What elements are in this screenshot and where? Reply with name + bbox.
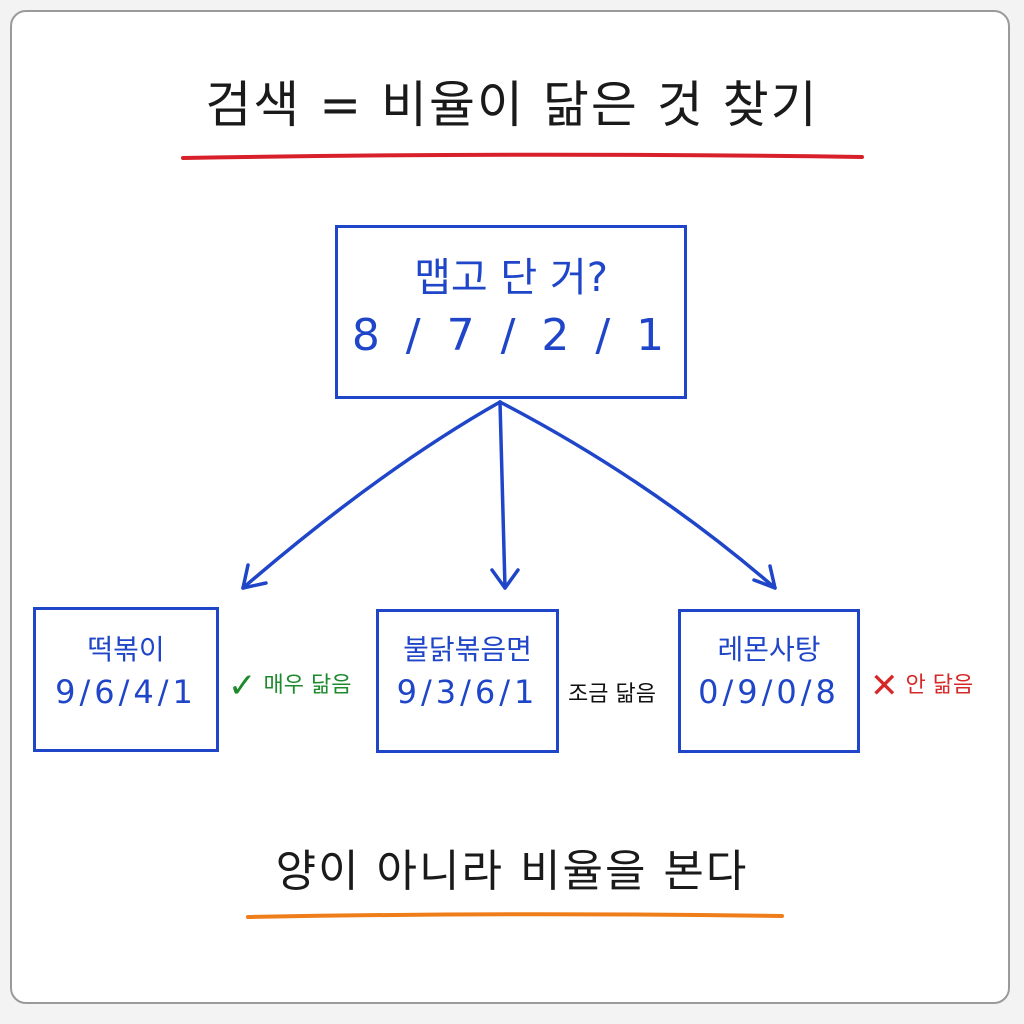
arrow-center [498, 400, 507, 590]
check-icon: ✓ [228, 666, 257, 706]
item-name: 떡볶이 [87, 633, 165, 666]
item-ratio: 9/3/6/1 [396, 673, 539, 711]
arrowhead-center [490, 568, 520, 590]
item-ratio: 9/6/4/1 [55, 673, 197, 711]
arrowhead-right [752, 564, 777, 590]
item-box-lemon-candy: 레몬사탕 0/9/0/8 [678, 609, 860, 753]
verdict-somewhat-similar: 조금 닮음 [568, 676, 656, 708]
verdict-label: 안 닮음 [905, 673, 974, 698]
diagram-footer: 양이 아니라 비율을 본다 [275, 846, 749, 897]
verdict-very-similar: ✓ 매우 닮음 [228, 666, 351, 706]
item-box-buldak: 불닭볶음면 9/3/6/1 [376, 609, 559, 753]
item-box-tteokbokki: 떡볶이 9/6/4/1 [33, 607, 219, 752]
arrowhead-left [241, 563, 268, 590]
verdict-label: 조금 닮음 [568, 682, 656, 707]
item-name: 불닭볶음면 [403, 633, 532, 666]
footer-underline [246, 912, 784, 919]
verdict-not-similar: ✕ 안 닮음 [870, 666, 973, 706]
title-underline [181, 152, 864, 160]
verdict-label: 매우 닮음 [263, 673, 352, 698]
item-ratio: 0/9/0/8 [698, 673, 840, 711]
item-name: 레몬사탕 [717, 633, 821, 666]
cross-icon: ✕ [870, 666, 899, 706]
arrow-left [241, 400, 502, 590]
arrow-right [498, 400, 777, 590]
query-label: 맵고 단 거? [414, 255, 608, 301]
diagram-card [10, 10, 1010, 1004]
query-box: 맵고 단 거? 8 / 7 / 2 / 1 [335, 225, 687, 399]
diagram-title: 검색 = 비율이 닮은 것 찾기 [205, 76, 819, 134]
query-ratio: 8 / 7 / 2 / 1 [351, 310, 671, 361]
